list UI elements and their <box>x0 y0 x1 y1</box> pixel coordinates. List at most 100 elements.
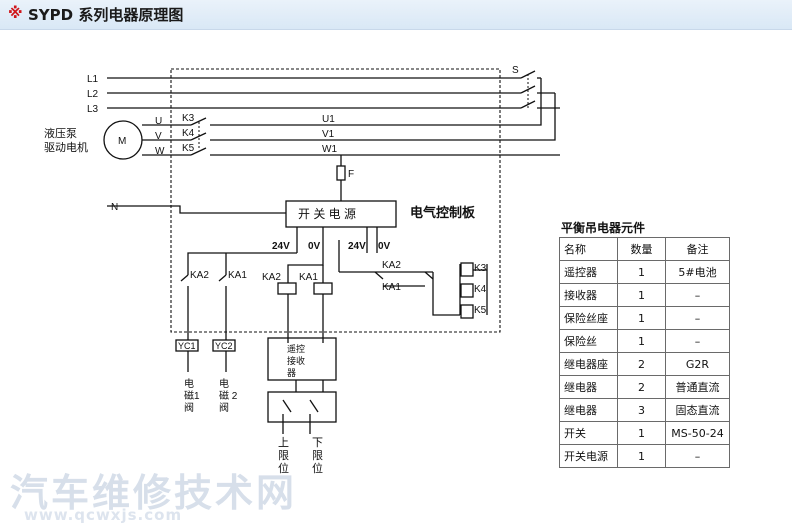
label-0v-a: 0V <box>308 241 321 252</box>
table-cell: 1 <box>617 329 666 353</box>
label-K3: K3 <box>182 113 195 124</box>
valve1-line2: 磁1 <box>184 389 200 402</box>
parts-table-title: 平衡吊电器元件 <box>561 221 646 235</box>
label-W: W <box>155 146 165 157</box>
table-cell: 2 <box>617 352 666 376</box>
fuse-symbol <box>336 165 346 181</box>
table-header-cell: 名称 <box>559 237 618 261</box>
valve2-line3: 阀 <box>219 401 229 414</box>
table-cell: – <box>665 306 730 330</box>
label-V1: V1 <box>322 129 335 140</box>
label-yc2: YC2 <box>215 341 233 351</box>
label-F: F <box>348 169 354 180</box>
limit-down-line1: 下 <box>312 437 323 449</box>
table-cell: 保险丝座 <box>559 306 618 330</box>
page-title: SYPD 系列电器原理图 <box>28 6 184 24</box>
table-cell: 5#电池 <box>665 260 730 284</box>
valve1-line1: 电 <box>184 377 194 390</box>
motor-name-line1: 液压泵 <box>44 126 77 140</box>
table-header-cell: 备注 <box>665 237 730 261</box>
table-cell: 开关电源 <box>559 444 618 468</box>
label-U: U <box>155 116 162 127</box>
label-ka2-coil: KA2 <box>262 272 281 283</box>
label-K4: K4 <box>182 128 195 139</box>
receiver-line1: 遥控 <box>287 343 305 354</box>
valve2-line2: 磁 2 <box>219 389 238 402</box>
receiver-box <box>267 337 337 381</box>
label-ka1-contact: KA1 <box>228 270 247 281</box>
label-L1: L1 <box>87 74 99 85</box>
table-header-row: 名称数量备注 <box>559 237 730 261</box>
table-cell: 1 <box>617 306 666 330</box>
table-cell: 1 <box>617 421 666 445</box>
header-mark: ※ <box>8 4 23 22</box>
limit-up-line2: 限 <box>278 449 289 462</box>
watermark-url: www.qcwxjs.com <box>24 506 183 524</box>
label-N: N <box>111 202 118 213</box>
receiver-line3: 器 <box>287 368 296 378</box>
limit-up-line1: 上 <box>278 436 289 449</box>
valve2-line1: 电 <box>219 377 229 390</box>
header-bar: ※ SYPD 系列电器原理图 <box>0 0 792 30</box>
table-cell: 3 <box>617 398 666 422</box>
table-header-cell: 数量 <box>617 237 666 261</box>
table-cell: 继电器座 <box>559 352 618 376</box>
label-M: M <box>118 136 126 147</box>
k4-coil <box>460 283 474 298</box>
k5-coil <box>460 304 474 319</box>
limit-up-line3: 位 <box>278 461 289 475</box>
schematic-diagram: L1 L2 L3 N S U V W K3 K4 K5 U1 V1 W1 M 液… <box>44 65 560 475</box>
label-k4-coil: K4 <box>474 284 487 295</box>
label-k5-coil: K5 <box>474 305 487 316</box>
label-W1: W1 <box>322 144 337 155</box>
control-board-frame <box>170 68 501 333</box>
limit-switch-box <box>267 391 337 423</box>
label-24v-b: 24V <box>348 241 366 252</box>
table-cell: MS-50-24 <box>665 421 730 445</box>
table-cell: 保险丝 <box>559 329 618 353</box>
yc2-box <box>212 339 236 352</box>
label-24v-a: 24V <box>272 241 290 252</box>
ka2-coil <box>277 282 297 295</box>
label-V: V <box>155 131 162 142</box>
label-0v-b: 0V <box>378 241 391 252</box>
label-K5: K5 <box>182 143 195 154</box>
control-board-label: 电气控制板 <box>410 205 476 220</box>
table-cell: 1 <box>617 260 666 284</box>
table-cell: 继电器 <box>559 398 618 422</box>
watermark-text: 汽车维修技术网 <box>10 471 298 515</box>
table-cell: 开关 <box>559 421 618 445</box>
table-cell: 2 <box>617 375 666 399</box>
table-cell: – <box>665 329 730 353</box>
label-L2: L2 <box>87 89 99 100</box>
table-cell: 固态直流 <box>665 398 730 422</box>
label-yc1: YC1 <box>178 341 196 351</box>
table-cell: 1 <box>617 283 666 307</box>
receiver-line2: 接收 <box>287 355 305 366</box>
label-ka2-contact: KA2 <box>190 270 209 281</box>
table-cell: – <box>665 444 730 468</box>
limit-down-line2: 限 <box>312 449 323 462</box>
label-U1: U1 <box>322 114 335 125</box>
table-cell: – <box>665 283 730 307</box>
label-ka2-contact-b: KA2 <box>382 260 401 271</box>
table-cell: 遥控器 <box>559 260 618 284</box>
label-L3: L3 <box>87 104 99 115</box>
k3-coil <box>460 262 474 277</box>
label-ka1-coil: KA1 <box>299 272 318 283</box>
label-S: S <box>512 65 519 76</box>
table-cell: G2R <box>665 352 730 376</box>
label-k3-coil: K3 <box>474 263 487 274</box>
table-cell: 1 <box>617 444 666 468</box>
limit-down-line3: 位 <box>312 461 323 475</box>
power-supply-box <box>285 200 397 228</box>
